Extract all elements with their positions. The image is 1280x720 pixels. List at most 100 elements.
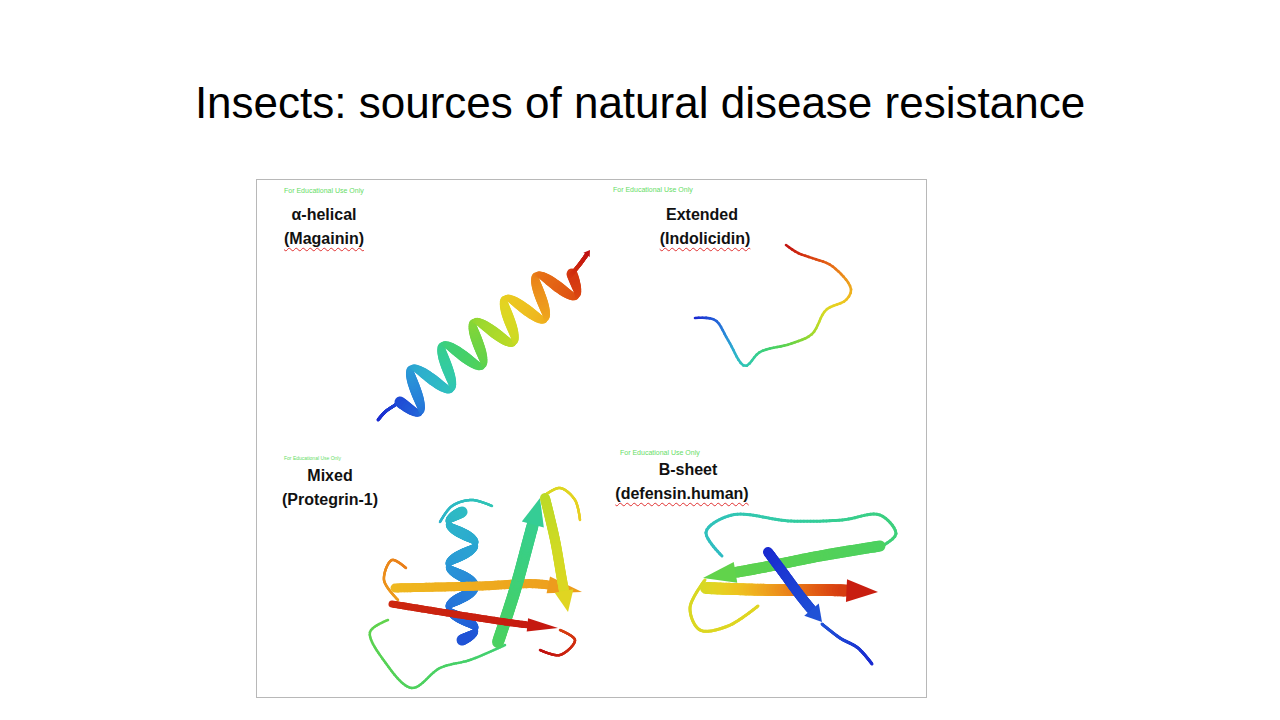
ribbon-segment bbox=[583, 255, 587, 259]
ribbon-segment bbox=[447, 514, 456, 523]
ribbon-segment bbox=[844, 584, 847, 596]
ribbon-segment bbox=[547, 652, 550, 655]
ribbon-segment bbox=[547, 652, 550, 655]
ribbon-segment bbox=[570, 645, 573, 648]
ribbon-segment bbox=[459, 633, 471, 644]
ribbon-segment bbox=[382, 411, 385, 414]
ribbon-segment bbox=[398, 562, 401, 565]
ribbon-segment bbox=[446, 557, 454, 565]
ribbon-segment bbox=[396, 561, 399, 564]
helix-ribbon bbox=[448, 512, 476, 640]
ribbon-segment bbox=[448, 555, 458, 565]
ribbon-segment bbox=[574, 639, 577, 642]
ribbon-segment bbox=[486, 503, 489, 506]
ribbon-segment bbox=[546, 652, 549, 655]
strand-arrowhead bbox=[583, 250, 590, 257]
ribbon-segment bbox=[855, 646, 859, 649]
ribbon-segment bbox=[576, 503, 579, 506]
ribbon-segment bbox=[569, 493, 572, 496]
ribbon-segment bbox=[387, 562, 390, 565]
ribbon-segment bbox=[447, 508, 450, 511]
ribbon-segment bbox=[390, 592, 393, 595]
ribbon-segment bbox=[448, 598, 458, 608]
ribbon-segment bbox=[442, 515, 445, 518]
ribbon-segment bbox=[578, 512, 581, 515]
structure-label: Mixed bbox=[307, 467, 352, 485]
structure-label: α-helical bbox=[292, 206, 357, 224]
ribbon-segment bbox=[577, 506, 580, 509]
ribbon-segment bbox=[380, 414, 383, 417]
ribbon-segment bbox=[382, 412, 385, 415]
ribbon-segment bbox=[553, 654, 556, 657]
ribbon-segment bbox=[394, 559, 397, 562]
ribbon-segment bbox=[577, 509, 580, 512]
ribbon-segment bbox=[577, 510, 580, 513]
ribbon-segment bbox=[573, 637, 576, 640]
ribbon-segment bbox=[570, 494, 573, 497]
watermark: For Educational Use Only bbox=[284, 187, 364, 194]
ribbon-segment bbox=[450, 505, 453, 508]
ribbon-segment bbox=[386, 585, 389, 588]
ribbon-segment bbox=[484, 502, 487, 505]
ribbon-segment bbox=[379, 415, 382, 418]
ribbon-segment bbox=[457, 501, 460, 504]
ribbon-segment bbox=[380, 414, 383, 417]
ribbon-segment bbox=[391, 592, 394, 595]
ribbon-segment bbox=[463, 532, 474, 543]
ribbon-segment bbox=[542, 650, 545, 653]
ribbon-segment bbox=[451, 504, 454, 507]
ribbon-segment bbox=[377, 417, 380, 420]
ribbon-segment bbox=[478, 500, 481, 503]
ribbon-segment bbox=[563, 631, 566, 634]
ribbon-segment bbox=[394, 559, 397, 562]
ribbon-segment bbox=[396, 560, 399, 563]
ribbon-segment bbox=[379, 415, 382, 418]
ribbon-segment bbox=[381, 412, 384, 415]
ribbon-segment bbox=[481, 501, 484, 504]
ribbon-segment bbox=[855, 645, 859, 648]
ribbon-segment bbox=[562, 652, 565, 655]
ribbon-segment bbox=[578, 511, 581, 514]
ribbon-segment bbox=[451, 504, 454, 507]
ribbon-segment bbox=[575, 501, 578, 504]
strand-arrowhead bbox=[527, 618, 558, 631]
ribbon-segment bbox=[383, 410, 386, 413]
ribbon-segment bbox=[379, 415, 382, 418]
ribbon-segment bbox=[388, 561, 391, 564]
coil-loop bbox=[440, 500, 492, 522]
ribbon-segment bbox=[443, 513, 446, 516]
ribbon-segment bbox=[462, 634, 463, 645]
ribbon-segment bbox=[578, 516, 581, 519]
figure-frame bbox=[257, 180, 927, 698]
ribbon-segment bbox=[470, 621, 478, 629]
strand-ribbon bbox=[706, 588, 846, 591]
slide-title: Insects: sources of natural disease resi… bbox=[0, 78, 1280, 128]
ribbon-segment bbox=[563, 651, 566, 654]
coil-loop bbox=[370, 620, 505, 688]
strand-ribbon bbox=[570, 255, 587, 276]
structure-label: Extended bbox=[666, 206, 738, 224]
ribbon-segment bbox=[384, 582, 387, 585]
ribbon-segment bbox=[462, 632, 473, 643]
coil-loop bbox=[695, 245, 851, 366]
ribbon-segment bbox=[561, 652, 564, 655]
ribbon-segment bbox=[466, 534, 476, 544]
ribbon-segment bbox=[449, 511, 460, 521]
ribbon-segment bbox=[393, 559, 396, 562]
ribbon-segment bbox=[488, 504, 491, 507]
ribbon-segment bbox=[870, 662, 873, 666]
ribbon-segment bbox=[394, 596, 397, 599]
ribbon-segment bbox=[464, 532, 475, 542]
ribbon-segment bbox=[525, 621, 528, 628]
coil-loop bbox=[384, 560, 406, 600]
ribbon-segment bbox=[471, 622, 479, 630]
ribbon-segment bbox=[480, 501, 483, 504]
ribbon-segment bbox=[379, 415, 382, 418]
ribbon-segment bbox=[565, 489, 568, 492]
ribbon-segment bbox=[562, 630, 565, 633]
ribbon-segment bbox=[550, 653, 553, 656]
ribbon-segment bbox=[393, 595, 396, 598]
ribbon-segment bbox=[568, 492, 571, 495]
ribbon-segment bbox=[378, 416, 381, 419]
ribbon-segment bbox=[541, 650, 544, 653]
